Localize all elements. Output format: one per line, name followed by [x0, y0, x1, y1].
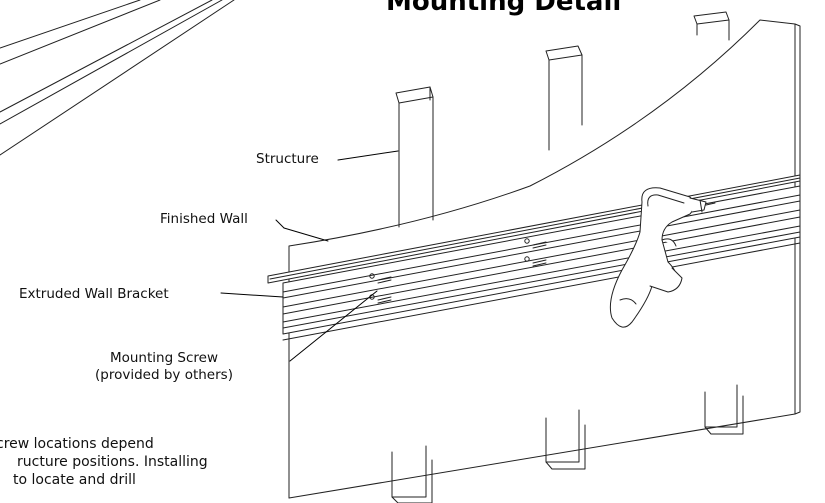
leader-lines: [220, 150, 399, 362]
power-drill: [609, 187, 716, 328]
label-mounting-screw-line2: (provided by others): [95, 367, 233, 383]
screw-left-upper: [369, 273, 392, 284]
note-line-3: to locate and drill: [13, 472, 136, 488]
diagram-title: Mounting Detail: [386, 0, 622, 17]
extruded-wall-bracket: [267, 174, 801, 341]
screw-middle-lower: [524, 256, 547, 267]
installation-note: crew locations depend ructure positions.…: [0, 435, 296, 489]
label-mounting-screw: Mounting Screw (provided by others): [39, 350, 289, 384]
label-extruded-wall-bracket: Extruded Wall Bracket: [19, 286, 169, 302]
leader-finished-wall-tick: [275, 219, 285, 229]
label-mounting-screw-line1: Mounting Screw: [109, 350, 219, 366]
stud-right: [693, 11, 744, 435]
note-line-2: ructure positions. Installing: [17, 454, 208, 470]
stud-middle: [545, 45, 586, 470]
label-structure: Structure: [256, 151, 319, 167]
label-finished-wall: Finished Wall: [160, 211, 248, 227]
stud-left: [391, 86, 434, 503]
note-line-1: crew locations depend: [0, 436, 154, 452]
screw-middle-upper: [524, 238, 547, 249]
top-left-panel-lines: [0, 0, 235, 156]
